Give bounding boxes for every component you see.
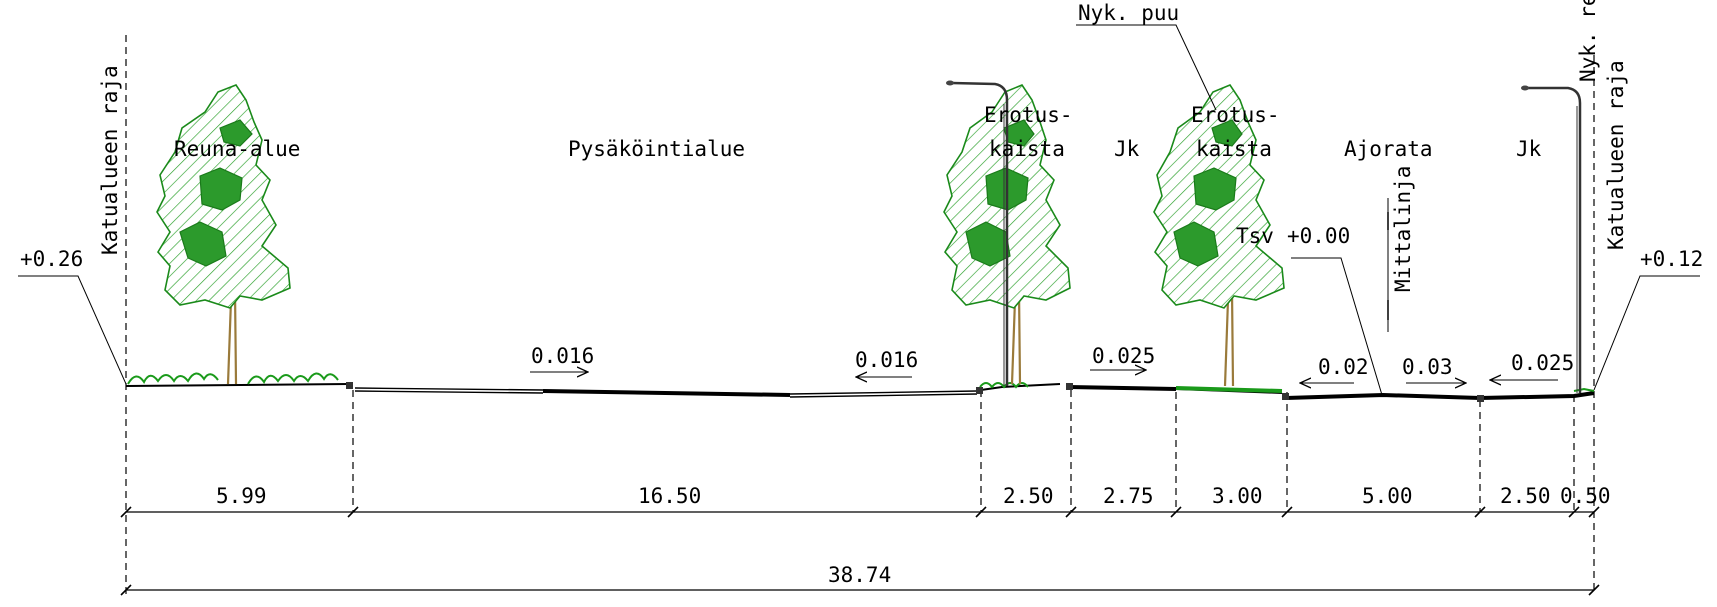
slope-arrows [530, 370, 1558, 383]
ground-profile [125, 382, 1595, 402]
leader-lines [18, 24, 1700, 396]
zone-pysakointialue: Pysäköintialue [568, 137, 745, 161]
centerline-label: Mittalinja [1391, 166, 1415, 292]
dim-reuna-alue: 5.99 [216, 484, 267, 508]
slope-parking-left: 0.016 [531, 344, 594, 368]
dim-edge: 0.50 [1560, 484, 1611, 508]
existing-cut-label: Nyk. re [1576, 0, 1600, 82]
grass-strips [127, 372, 1595, 393]
left-boundary-label: Katualueen raja [98, 65, 122, 255]
zone-jk-1: Jk [1114, 137, 1140, 161]
tree-3 [1153, 84, 1285, 387]
existing-tree-label: Nyk. puu [1078, 1, 1179, 25]
dim-pysakointialue: 16.50 [638, 484, 701, 508]
extension-lines [352, 390, 1575, 512]
light-pole-2 [1521, 85, 1582, 393]
level-right: +0.12 [1640, 247, 1703, 271]
zone-erotuskaista-1-line1: Erotus- [984, 103, 1073, 127]
dim-erotuskaista-2: 3.00 [1212, 484, 1263, 508]
zone-reuna-alue: Reuna-alue [174, 137, 300, 161]
slope-road-left: 0.02 [1318, 355, 1369, 379]
slope-parking-right: 0.016 [855, 348, 918, 372]
slope-road-right: 0.03 [1402, 355, 1453, 379]
zone-erotuskaista-1-line2: kaista [989, 137, 1065, 161]
dim-erotuskaista-1: 2.50 [1003, 484, 1054, 508]
zone-ajorata: Ajorata [1344, 137, 1433, 161]
light-pole-1 [946, 80, 1009, 386]
right-boundary-label: Katualueen raja [1604, 60, 1628, 250]
dim-jk-1: 2.75 [1103, 484, 1154, 508]
zone-erotuskaista-2-line2: kaista [1196, 137, 1272, 161]
dim-total: 38.74 [828, 563, 891, 587]
dim-ajorata: 5.00 [1362, 484, 1413, 508]
tree-1 [156, 84, 291, 385]
slope-jk-1: 0.025 [1092, 344, 1155, 368]
zone-jk-2: Jk [1516, 137, 1542, 161]
tsv-level-label: +0.00 [1287, 224, 1350, 248]
dim-jk-2: 2.50 [1500, 484, 1551, 508]
zone-erotuskaista-2-line1: Erotus- [1191, 103, 1280, 127]
slope-jk-2: 0.025 [1511, 351, 1574, 375]
level-left: +0.26 [20, 247, 83, 271]
tsv-label: Tsv [1236, 224, 1274, 248]
dimension-lines [120, 506, 1600, 596]
